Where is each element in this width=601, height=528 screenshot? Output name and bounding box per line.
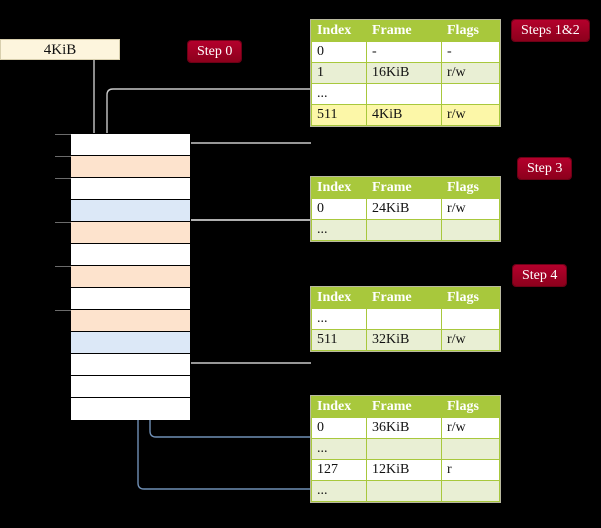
table-cell bbox=[441, 480, 500, 502]
memory-frame-row bbox=[71, 200, 190, 222]
column-header-index: Index bbox=[311, 20, 367, 42]
badge-step-3: Step 3 bbox=[518, 158, 572, 179]
column-header-index: Index bbox=[311, 177, 367, 199]
table-cell: 12KiB bbox=[366, 459, 442, 481]
table-row: ... bbox=[311, 308, 500, 330]
table-cell: r/w bbox=[441, 417, 500, 439]
column-header-frame: Frame bbox=[366, 20, 442, 42]
column-header-index: Index bbox=[311, 396, 367, 418]
column-header-flags: Flags bbox=[441, 287, 500, 309]
table-cell bbox=[441, 219, 500, 241]
memory-frame-row bbox=[71, 156, 190, 178]
wire-l2-to-mem bbox=[176, 314, 311, 364]
table-cell: 32KiB bbox=[366, 329, 442, 351]
column-header-frame: Frame bbox=[366, 287, 442, 309]
table-cell bbox=[441, 438, 500, 460]
memory-row-tick bbox=[55, 134, 71, 135]
table-cell: 4KiB bbox=[366, 104, 442, 126]
memory-frame-row bbox=[71, 332, 190, 354]
frame-4kib-box: 4KiB bbox=[0, 39, 120, 60]
table-row: 0-- bbox=[311, 41, 500, 63]
table-cell: 511 bbox=[311, 104, 367, 126]
memory-frame-row bbox=[71, 266, 190, 288]
column-header-frame: Frame bbox=[366, 177, 442, 199]
table-cell: - bbox=[366, 41, 442, 63]
memory-frame-row bbox=[71, 398, 190, 420]
table-cell: r/w bbox=[441, 329, 500, 351]
column-header-flags: Flags bbox=[441, 177, 500, 199]
table-cell bbox=[366, 83, 442, 105]
table-cell: 0 bbox=[311, 41, 367, 63]
table-cell: 24KiB bbox=[366, 198, 442, 220]
memory-frame-row bbox=[71, 376, 190, 398]
badge-steps-1-and-2: Steps 1&2 bbox=[512, 20, 589, 41]
column-header-flags: Flags bbox=[441, 396, 500, 418]
memory-frame-row bbox=[71, 310, 190, 332]
badge-step-0: Step 0 bbox=[188, 41, 242, 62]
table-cell: 127 bbox=[311, 459, 367, 481]
table-cell: - bbox=[441, 41, 500, 63]
table-cell: ... bbox=[311, 480, 367, 502]
table-row: ... bbox=[311, 83, 500, 105]
table-cell: ... bbox=[311, 308, 367, 330]
table-cell: 0 bbox=[311, 417, 367, 439]
memory-row-tick bbox=[55, 266, 71, 267]
memory-row-tick bbox=[55, 222, 71, 223]
table-cell: 1 bbox=[311, 62, 367, 84]
table-cell: 511 bbox=[311, 329, 367, 351]
column-header-flags: Flags bbox=[441, 20, 500, 42]
column-header-frame: Frame bbox=[366, 396, 442, 418]
memory-frame-row bbox=[71, 222, 190, 244]
table-cell bbox=[366, 308, 442, 330]
table-cell bbox=[441, 308, 500, 330]
table-cell: 36KiB bbox=[366, 417, 442, 439]
table-cell bbox=[366, 480, 442, 502]
memory-frame-row bbox=[71, 244, 190, 266]
memory-frame-row bbox=[71, 134, 190, 156]
table-cell: r bbox=[441, 459, 500, 481]
memory-frame-row bbox=[71, 178, 190, 200]
physical-memory-column bbox=[55, 133, 191, 420]
memory-row-tick bbox=[55, 178, 71, 179]
table-row: ... bbox=[311, 219, 500, 241]
table-cell: ... bbox=[311, 219, 367, 241]
table-cell: ... bbox=[311, 438, 367, 460]
badge-step-4: Step 4 bbox=[513, 265, 567, 286]
table-cell: 16KiB bbox=[366, 62, 442, 84]
memory-frame-row bbox=[71, 354, 190, 376]
table-row: ... bbox=[311, 438, 500, 460]
table-cell bbox=[366, 438, 442, 460]
table-cell: r/w bbox=[441, 198, 500, 220]
memory-frame-row bbox=[71, 288, 190, 310]
table-cell: ... bbox=[311, 83, 367, 105]
table-cell bbox=[366, 219, 442, 241]
memory-row-tick bbox=[55, 156, 71, 157]
column-header-index: Index bbox=[311, 287, 367, 309]
memory-row-tick bbox=[55, 310, 71, 311]
table-row: ... bbox=[311, 480, 500, 502]
table-cell bbox=[441, 83, 500, 105]
table-cell: r/w bbox=[441, 104, 500, 126]
table-cell: r/w bbox=[441, 62, 500, 84]
table-cell: 0 bbox=[311, 198, 367, 220]
